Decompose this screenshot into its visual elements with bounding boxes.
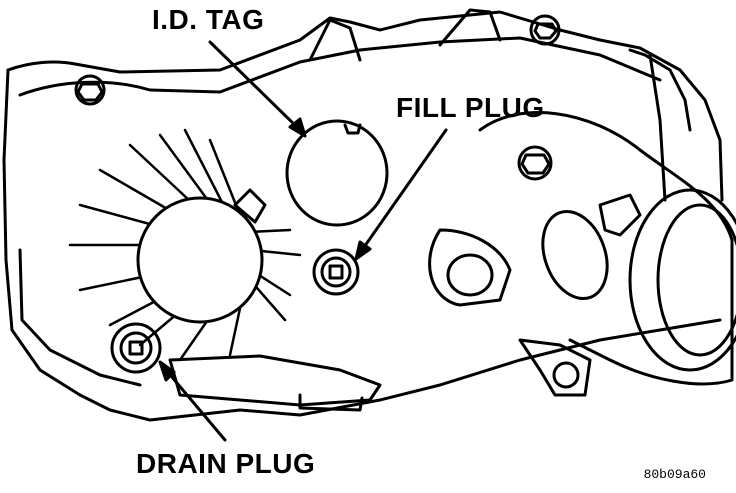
mount-hole — [446, 253, 494, 297]
id-tag-label: I.D. TAG — [152, 4, 265, 35]
drain-plug — [110, 322, 162, 374]
top-ridge — [308, 8, 502, 62]
side-bolt — [517, 145, 553, 181]
bottom-rail — [168, 354, 382, 407]
mount-bracket — [428, 228, 512, 307]
flange-lower-line — [18, 248, 142, 387]
side-port — [541, 209, 609, 301]
lower-lug — [518, 338, 592, 397]
bottom-rail-slot — [298, 393, 364, 412]
right-bracket — [628, 48, 692, 202]
output-bore-outer — [628, 188, 736, 372]
leader-id-tag — [208, 40, 307, 138]
id-tag-plate — [285, 119, 389, 227]
flange-line — [18, 36, 662, 97]
output-housing — [478, 111, 734, 386]
cover-tab — [233, 188, 267, 224]
fill-plug — [312, 248, 360, 296]
leader-drain-plug — [158, 360, 227, 442]
top-bolt-left — [74, 74, 106, 106]
output-bore-inner — [656, 203, 736, 357]
fill-plug-label: FILL PLUG — [396, 92, 545, 123]
sensor-tab — [598, 193, 642, 237]
lower-lug-hole — [552, 361, 580, 389]
leader-fill-plug — [354, 128, 448, 261]
drain-plug-label: DRAIN PLUG — [136, 448, 316, 479]
housing-outline — [6, 10, 724, 202]
figure-code: 80b09a60 — [643, 467, 706, 482]
id-tag-notch — [343, 123, 362, 135]
top-bolt-right — [529, 14, 561, 46]
housing-left-edge — [2, 68, 152, 422]
cover-disk — [136, 196, 264, 324]
